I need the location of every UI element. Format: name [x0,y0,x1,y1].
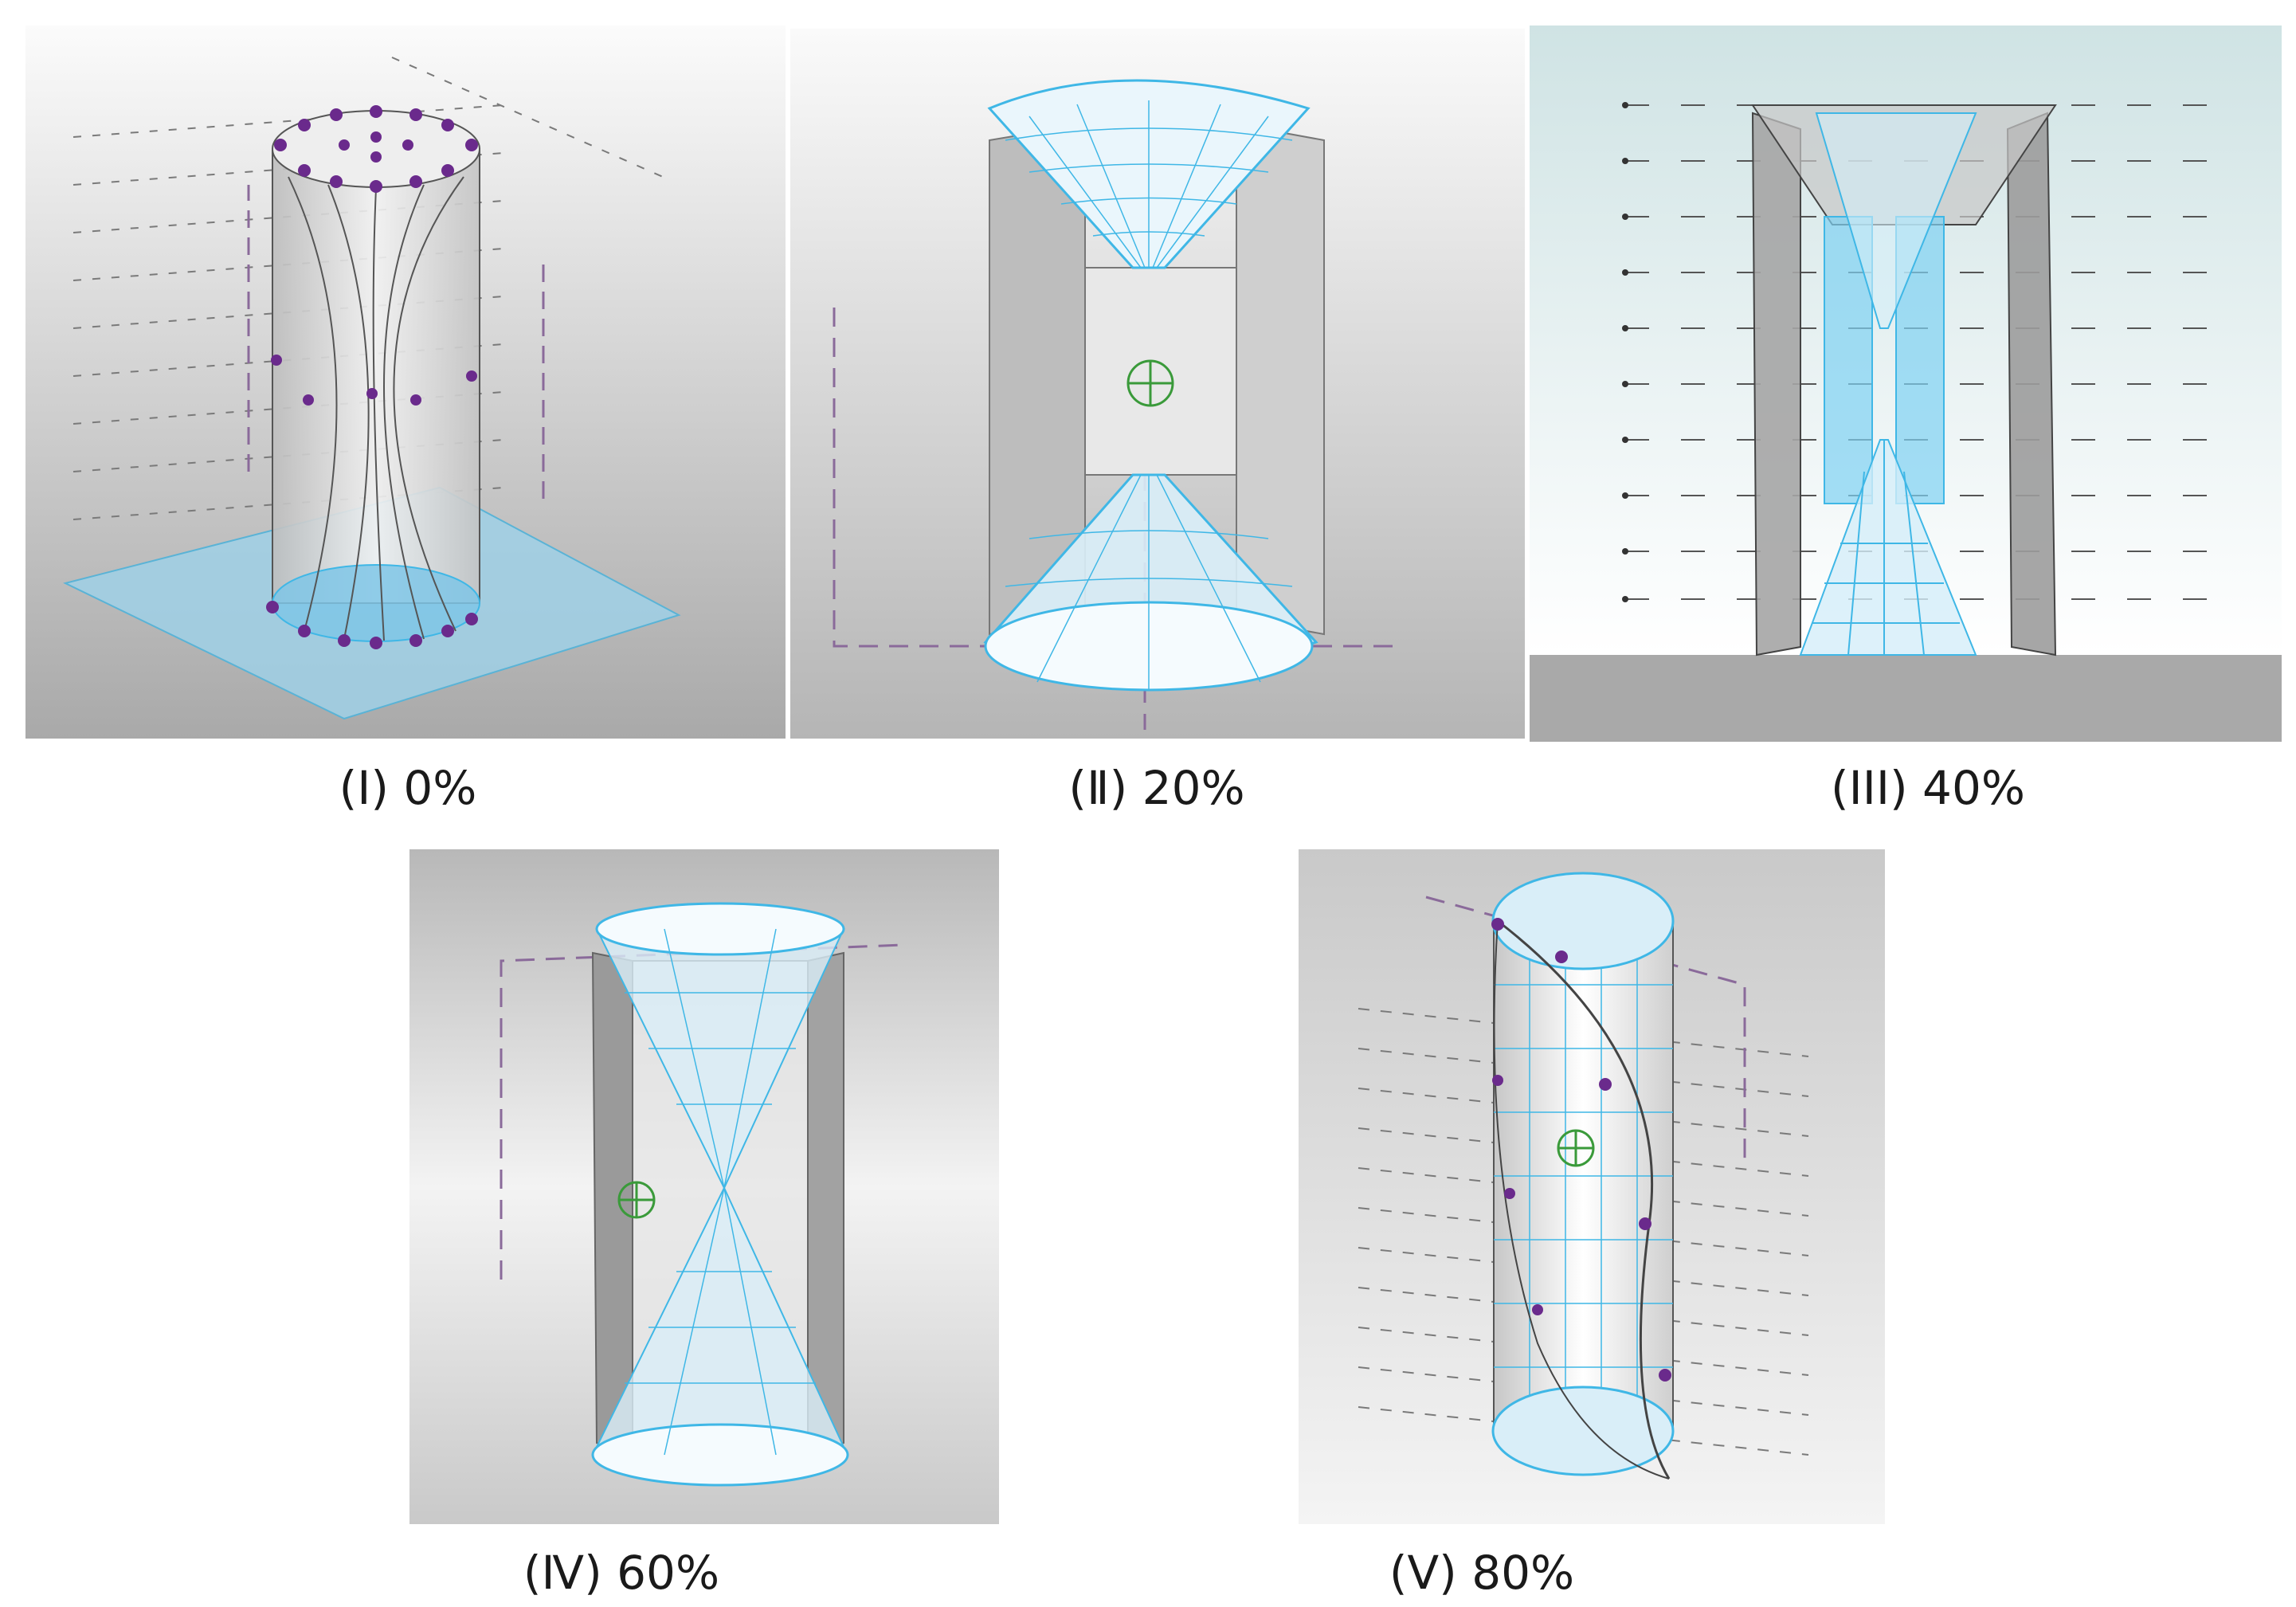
panel-2-caption: (Ⅱ) 20% [1068,761,1245,815]
panel-5-image [1299,849,1885,1524]
inner-mesh [1799,112,1977,656]
panel-1-image [25,25,786,739]
panel-5-drawing [1299,849,1885,1524]
helix-curve [1497,919,1671,1480]
panel-4-image [409,849,999,1524]
panel-3-caption: (III) 40% [1831,761,2025,815]
panel-1-caption: (Ⅰ) 0% [339,761,477,815]
panel-5-caption: (Ⅴ) 80% [1389,1546,1575,1600]
panel-4-drawing [409,849,999,1524]
panel-2-drawing [790,29,1525,739]
centroid-marker [617,1181,656,1219]
node-points [1491,918,1671,1382]
panel-3-image [1530,25,2282,742]
side-slabs [989,123,1325,636]
centroid-marker [1126,359,1174,407]
node-points [266,105,478,649]
panel-2-image [790,29,1525,739]
panel-4-caption: (Ⅳ) 60% [523,1546,720,1600]
twist-lines [288,176,464,641]
panel-3-drawing [1530,25,2282,742]
panel-1-drawing [25,25,786,739]
cylinder-body [272,148,480,604]
centroid-marker [1557,1129,1595,1167]
